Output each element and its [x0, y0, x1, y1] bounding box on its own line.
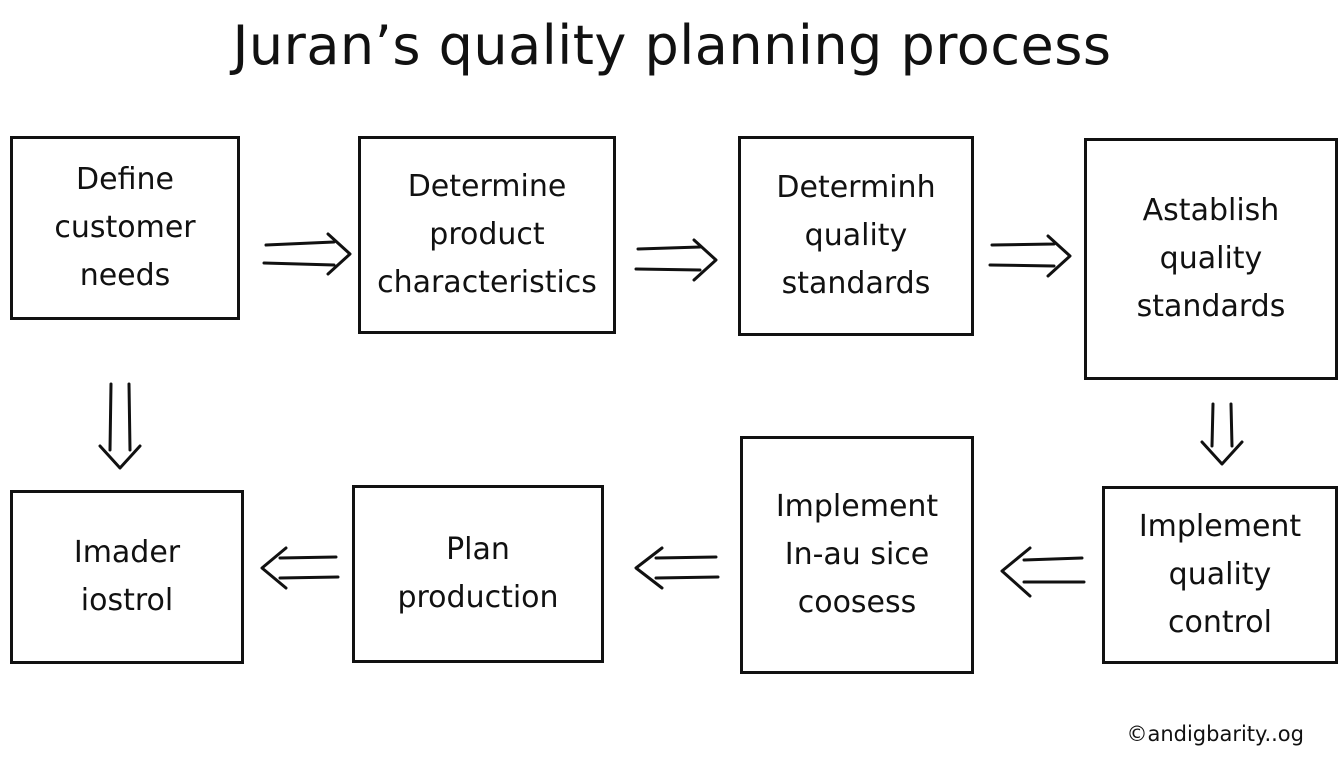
step-imader-iostrol: Imader iostrol	[10, 490, 244, 664]
step-label: Define customer needs	[54, 156, 195, 300]
step-line: Determine	[407, 169, 567, 204]
step-line: control	[1168, 605, 1272, 640]
step-line: characteristics	[377, 265, 597, 300]
step-line: Define	[76, 162, 174, 197]
step-label: Implement quality control	[1139, 503, 1301, 647]
step-line: standards	[1136, 289, 1286, 324]
step-line: quality	[1168, 557, 1272, 592]
step-label: Implement In-au sice coosess	[776, 483, 938, 627]
step-label: Astablish quality standards	[1137, 187, 1286, 331]
step-determinh-quality-standards: Determinh quality standards	[738, 136, 974, 336]
step-label: Determinh quality standards	[776, 164, 935, 308]
double-arrow-left-icon	[1000, 546, 1086, 598]
double-arrow-left-icon	[260, 546, 340, 590]
step-line: product	[429, 217, 545, 252]
step-label: Plan production	[397, 526, 558, 622]
step-line: quality	[1159, 241, 1263, 276]
step-line: iostrol	[80, 583, 174, 618]
step-line: Implement	[775, 489, 939, 524]
step-line: In-au sice	[784, 537, 930, 572]
step-label: Imader iostrol	[74, 529, 180, 625]
step-line: needs	[79, 258, 171, 293]
step-line: Implement	[1138, 509, 1302, 544]
double-arrow-down-icon	[1200, 402, 1244, 466]
double-arrow-right-icon	[634, 238, 718, 282]
double-arrow-right-icon	[988, 234, 1072, 278]
double-arrow-right-icon	[262, 232, 352, 276]
step-line: quality	[804, 218, 908, 253]
step-line: Plan	[446, 532, 510, 567]
step-implement-in-au-sice-coosess: Implement In-au sice coosess	[740, 436, 974, 674]
step-line: Astablish	[1142, 193, 1280, 228]
step-line: Imader	[73, 535, 181, 570]
double-arrow-left-icon	[634, 546, 720, 590]
double-arrow-down-icon	[98, 382, 142, 470]
step-line: Determinh	[776, 170, 936, 205]
step-line: production	[397, 580, 559, 615]
step-determine-product-characteristics: Determine product characteristics	[358, 136, 616, 334]
step-astablish-quality-standards: Astablish quality standards	[1084, 138, 1338, 380]
step-line: standards	[781, 266, 931, 301]
step-line: customer	[54, 210, 196, 245]
step-line: coosess	[797, 585, 917, 620]
step-implement-quality-control: Implement quality control	[1102, 486, 1338, 664]
step-plan-production: Plan production	[352, 485, 604, 663]
diagram-title: Juran’s quality planning process	[232, 14, 1112, 77]
step-label: Determine product characteristics	[377, 163, 597, 307]
step-define-customer-needs: Define customer needs	[10, 136, 240, 320]
credit-text: ©andigbarity..og	[1126, 722, 1304, 746]
